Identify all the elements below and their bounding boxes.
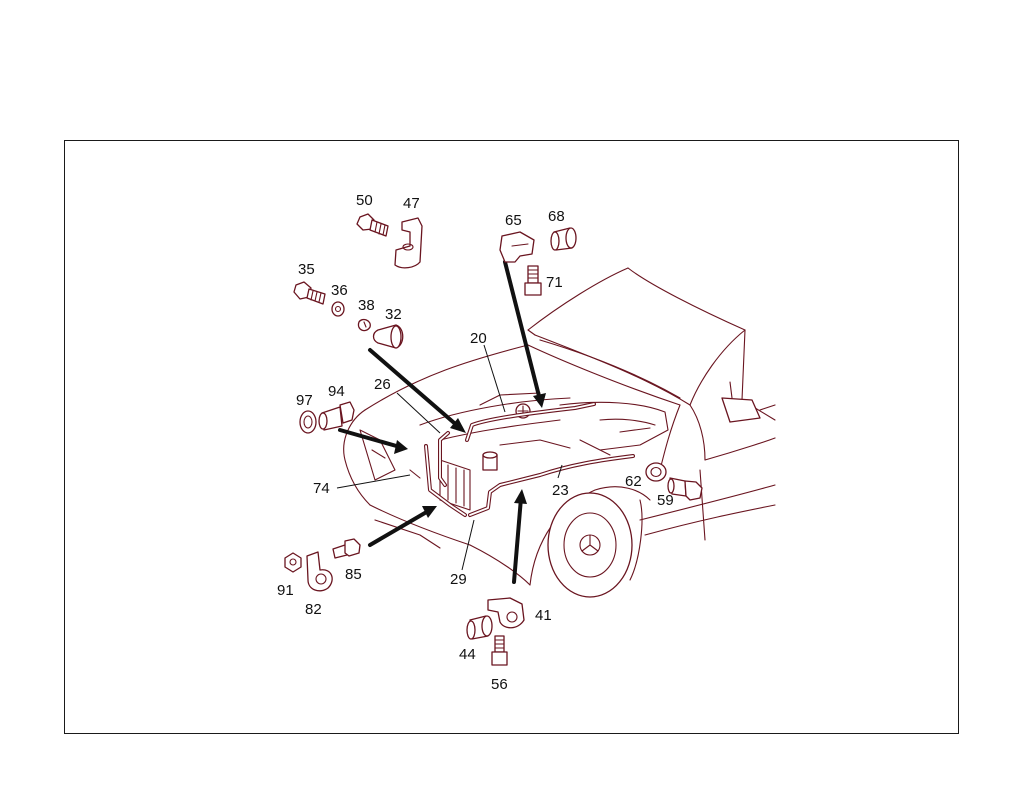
label-44: 44 (459, 646, 476, 663)
label-38: 38 (358, 297, 375, 314)
label-36: 36 (331, 282, 348, 299)
diagram-frame (64, 140, 959, 734)
label-50: 50 (356, 192, 373, 209)
label-97: 97 (296, 392, 313, 409)
label-68: 68 (548, 208, 565, 225)
part-91-nut (284, 552, 302, 573)
part-36-nut (331, 301, 345, 317)
part-59-banjo-bolt (667, 477, 703, 501)
label-91: 91 (277, 582, 294, 599)
part-47-clamp (394, 217, 423, 269)
label-74: 74 (313, 480, 330, 497)
label-65: 65 (505, 212, 522, 229)
part-85-bolt (332, 538, 361, 559)
label-32: 32 (385, 306, 402, 323)
label-94: 94 (328, 383, 345, 400)
part-35-bolt (293, 281, 326, 305)
part-68-grommet (550, 227, 577, 251)
label-20: 20 (470, 330, 487, 347)
label-59: 59 (657, 492, 674, 509)
part-62-washer (645, 462, 667, 482)
label-62: 62 (625, 473, 642, 490)
part-94-banjo-bolt (318, 401, 355, 431)
assembly-arrows (338, 260, 546, 584)
label-29: 29 (450, 571, 467, 588)
part-82-clamp (306, 551, 333, 592)
leader-lines (336, 344, 563, 571)
part-41-bracket (487, 597, 525, 629)
part-50-bolt (356, 213, 389, 237)
brake-lines (424, 402, 635, 517)
label-41: 41 (535, 607, 552, 624)
label-26: 26 (374, 376, 391, 393)
label-47: 47 (403, 195, 420, 212)
part-97-washer (299, 410, 317, 434)
part-38-ring (357, 318, 371, 332)
label-85: 85 (345, 566, 362, 583)
car-illustration (343, 267, 776, 598)
part-32-bushing (372, 324, 404, 349)
part-65-bracket (499, 231, 535, 263)
label-56: 56 (491, 676, 508, 693)
part-labels: 50 47 65 68 71 35 36 38 32 20 26 94 97 7… (277, 192, 674, 693)
label-71: 71 (546, 274, 563, 291)
label-82: 82 (305, 601, 322, 618)
part-71-bolt (524, 265, 542, 296)
label-35: 35 (298, 261, 315, 278)
part-44-grommet (466, 615, 493, 640)
label-23: 23 (552, 482, 569, 499)
part-56-bolt (491, 635, 508, 666)
